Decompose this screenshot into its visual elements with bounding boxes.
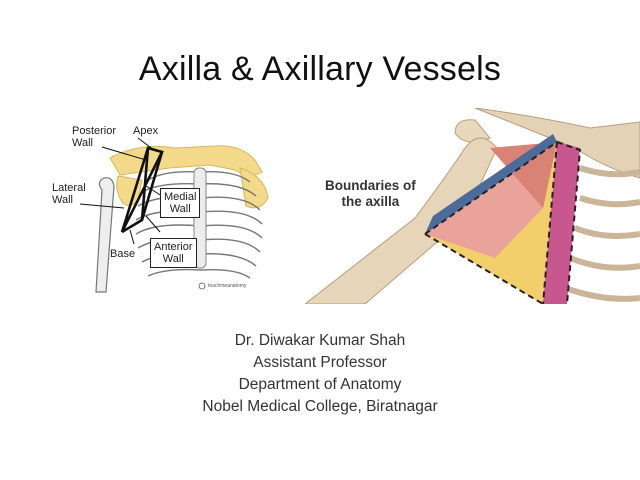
label-anterior-wall: Anterior Wall [150, 238, 197, 268]
author-block: Dr. Diwakar Kumar Shah Assistant Profess… [0, 330, 640, 418]
shoulder-illustration [305, 108, 640, 304]
label-apex: Apex [133, 125, 159, 137]
author-institution: Nobel Medical College, Biratnagar [202, 398, 438, 415]
axilla-boundaries-illustration: Boundaries of the axilla [305, 108, 640, 304]
author-name: Dr. Diwakar Kumar Shah [234, 332, 406, 349]
image-credit: teachmeanatomy [208, 283, 247, 289]
author-position: Assistant Professor [253, 354, 387, 371]
label-base: Base [110, 248, 136, 260]
author-department: Department of Anatomy [238, 376, 402, 393]
label-lateral-wall: Lateral Wall [52, 182, 86, 206]
label-posterior-wall: Posterior Wall [72, 125, 117, 149]
label-medial-wall: Medial Wall [160, 188, 201, 218]
axilla-walls-diagram: Posterior Wall Apex Lateral Wall Medial … [50, 120, 290, 300]
boundaries-caption: Boundaries of the axilla [325, 178, 416, 209]
slide-title: Axilla & Axillary Vessels [138, 50, 502, 88]
